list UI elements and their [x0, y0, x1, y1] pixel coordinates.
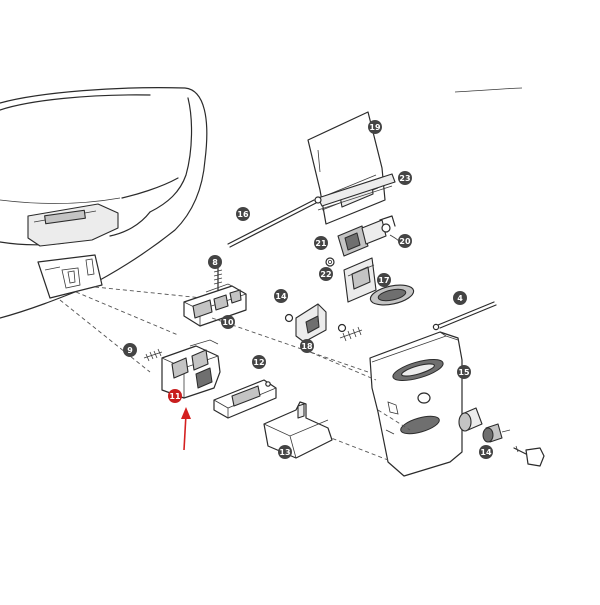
part-10-bracket	[183, 283, 247, 327]
callout-p4: 4	[453, 291, 467, 305]
callout-circle	[377, 273, 391, 287]
callout-circle	[398, 234, 412, 248]
callout-label: 8	[212, 258, 218, 267]
callout-circle	[368, 120, 382, 134]
callout-circle	[274, 289, 288, 303]
callout-circle	[300, 339, 314, 353]
part-11-catch	[161, 339, 221, 399]
part-12-slide	[213, 379, 277, 419]
callout-label: 14	[480, 448, 492, 457]
part-spring-small	[337, 323, 363, 342]
part-lock-barrel	[458, 407, 483, 432]
callout-p14a: 14	[274, 289, 288, 303]
callout-circle	[221, 315, 235, 329]
callout-circle	[479, 445, 493, 459]
callout-p8: 8	[208, 255, 222, 269]
callout-label: 17	[378, 276, 389, 285]
callout-p16: 16	[236, 207, 250, 221]
callout-p12: 12	[252, 355, 266, 369]
callout-p15: 15	[457, 365, 471, 379]
callout-circle	[457, 365, 471, 379]
callout-label: 14	[275, 292, 287, 301]
callout-p19: 19	[368, 120, 382, 134]
part-14-cylinder	[482, 423, 511, 443]
callout-label: 4	[457, 294, 463, 303]
part-latch-tab	[295, 303, 327, 343]
callout-label: 16	[237, 210, 249, 219]
callout-label: 9	[127, 346, 133, 355]
part-17-latch	[343, 257, 377, 303]
callout-p11: 11	[168, 389, 182, 403]
top-case-body	[0, 87, 208, 319]
part-23-hinge-plate	[317, 173, 396, 211]
callout-label: 18	[301, 342, 313, 351]
callout-circle	[123, 343, 137, 357]
callout-label: 10	[222, 318, 234, 327]
callout-circle	[278, 445, 292, 459]
part-4-pin	[432, 301, 497, 331]
callout-p10: 10	[221, 315, 235, 329]
callout-circle	[208, 255, 222, 269]
callout-p17: 17	[377, 273, 391, 287]
part-18-oval-plate	[369, 284, 415, 306]
callout-label: 15	[458, 368, 470, 377]
callout-label: 13	[279, 448, 290, 457]
highlight-arrow	[181, 407, 191, 451]
lock-mechanism	[325, 215, 403, 267]
part-8-spring	[213, 267, 223, 291]
callout-label: 20	[399, 237, 411, 246]
callout-circle	[168, 389, 182, 403]
callout-circle	[398, 171, 412, 185]
callout-circle	[252, 355, 266, 369]
callout-p21: 21	[314, 236, 328, 250]
part-13-lever	[263, 401, 333, 459]
callout-label: 23	[399, 174, 410, 183]
callout-p22: 22	[319, 267, 333, 281]
part-15-lock-housing	[369, 331, 463, 477]
part-9-spring	[143, 348, 163, 362]
key-icon	[513, 445, 545, 467]
callout-p20: 20	[398, 234, 412, 248]
callout-circle	[236, 207, 250, 221]
callout-circle	[453, 291, 467, 305]
callout-label: 12	[253, 358, 264, 367]
callout-label: 11	[169, 392, 181, 401]
callout-circle	[314, 236, 328, 250]
callout-p9: 9	[123, 343, 137, 357]
callout-p14b: 14	[479, 445, 493, 459]
callout-p18: 18	[300, 339, 314, 353]
callout-p13: 13	[278, 445, 292, 459]
case-edge-line	[454, 87, 523, 93]
part-14-pin	[284, 313, 294, 323]
part-16-rod	[227, 196, 322, 248]
callout-p23: 23	[398, 171, 412, 185]
callout-circle	[319, 267, 333, 281]
callout-label: 19	[369, 123, 381, 132]
callout-label: 21	[315, 239, 327, 248]
callout-label: 22	[320, 270, 331, 279]
